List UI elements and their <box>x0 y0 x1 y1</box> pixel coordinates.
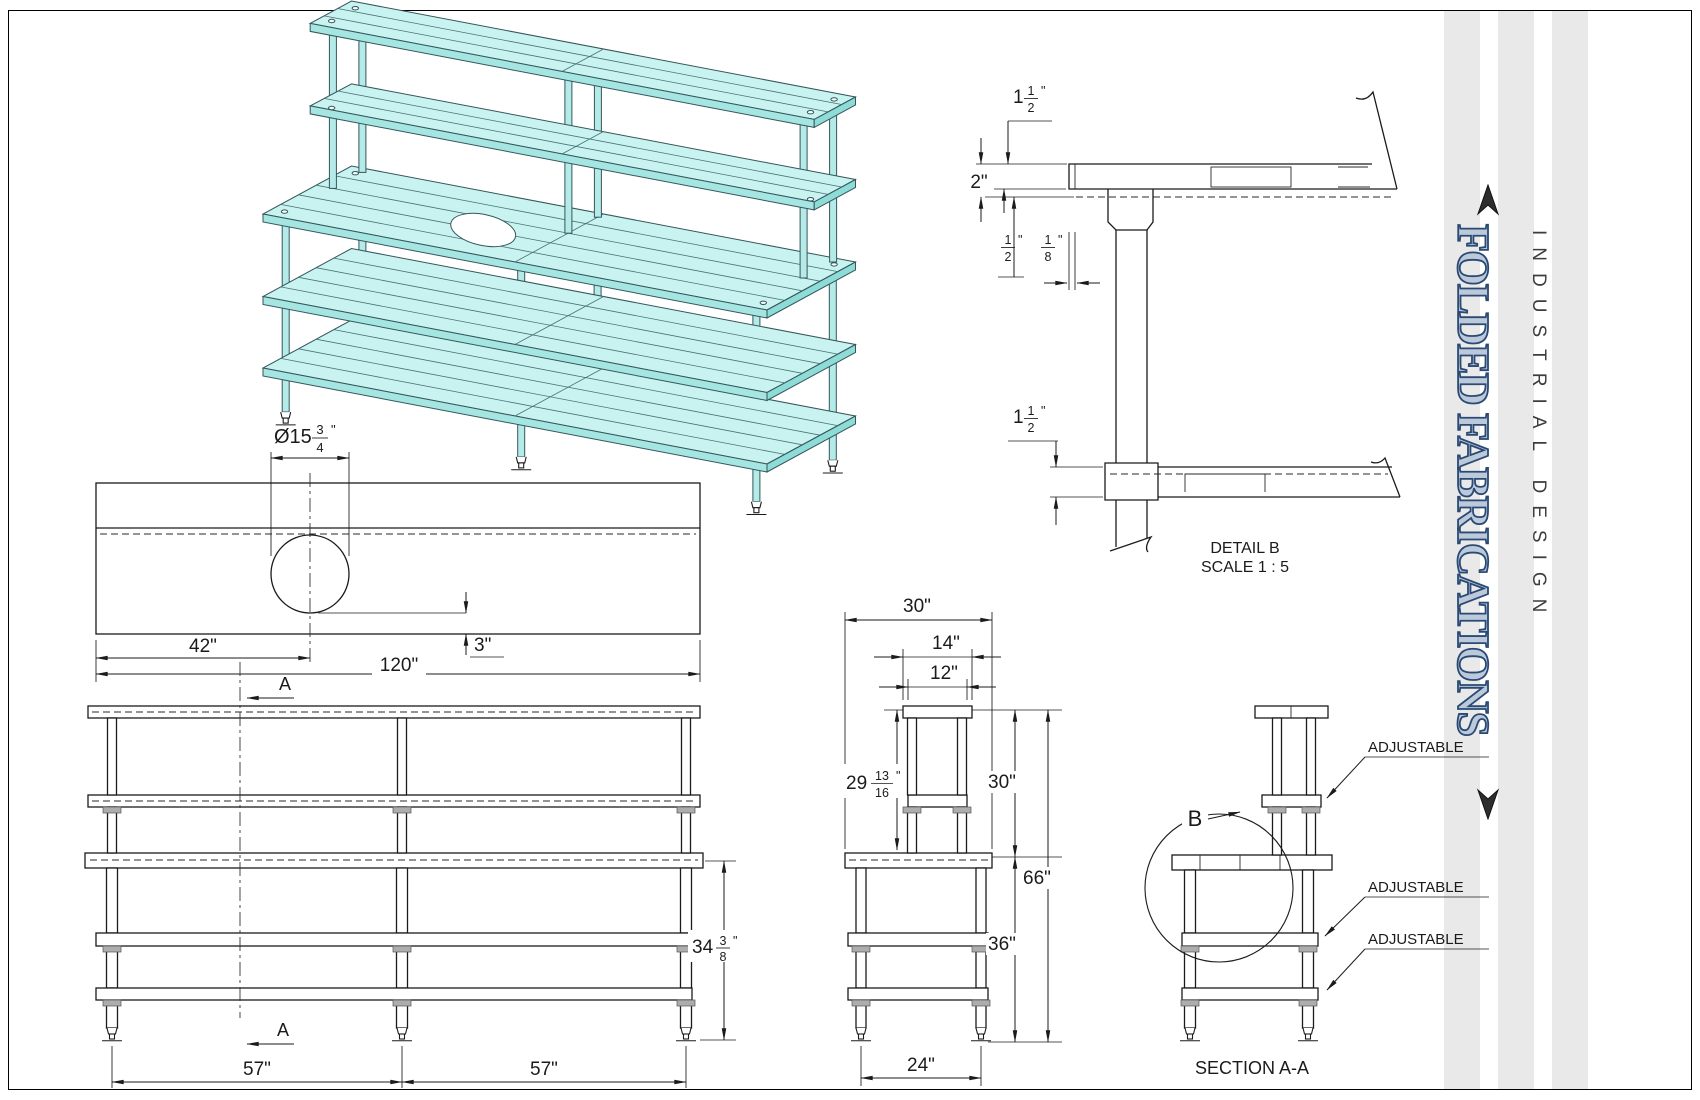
section-label-A: A <box>277 1020 289 1040</box>
dim-frac-den: 4 <box>316 440 323 455</box>
dim-text-30: 30" <box>988 772 1016 793</box>
dim-text: 2" <box>970 172 987 193</box>
margin-stripe <box>1498 11 1534 1089</box>
dim-1-1-2-bottom: 1 1 2 " <box>1008 404 1103 525</box>
dim-text: Ø15 <box>274 426 312 448</box>
dim-3: 3" <box>463 592 504 658</box>
front-view: A A 34 3 8 " 57" <box>84 662 744 1088</box>
dim-frac-den: 8 <box>1045 250 1052 264</box>
side-view: 30" 14" 12" <box>842 596 1062 1086</box>
margin-stripe <box>1444 11 1480 1089</box>
dim-2: 2" <box>966 138 994 222</box>
dim-frac-num: 1 <box>1028 84 1035 98</box>
logo-up-arrow-icon <box>1476 184 1500 216</box>
dim-text: 57" <box>530 1059 558 1080</box>
dim-text: 24" <box>907 1055 935 1076</box>
dim-frac-num: 3 <box>316 422 323 437</box>
dim-34-3-8: 34 3 8 " <box>688 860 744 1041</box>
dim-text: 30" <box>903 596 931 617</box>
dim-frac-num: 1 <box>1045 233 1052 247</box>
dim-text-66: 66" <box>1023 868 1051 889</box>
dim-text-36: 36" <box>988 934 1016 955</box>
dim-frac-num: 1 <box>1028 404 1035 418</box>
sink-hole <box>450 212 517 248</box>
dim-unit: " <box>331 422 336 437</box>
dim-unit: " <box>1041 404 1045 418</box>
dim-frac-den: 16 <box>875 786 889 800</box>
detail-label-B: B <box>1188 806 1203 831</box>
plan-view: Ø15 3 4 " 42" 120" <box>95 422 701 682</box>
callout-adjustable-3: ADJUSTABLE <box>1326 931 1489 991</box>
dim-14: 14" <box>874 633 1001 700</box>
isometric-view <box>261 0 857 516</box>
logo-subtitle: INDUSTRIAL DESIGN <box>1528 230 1549 625</box>
dim-1-8: 1 8 " <box>1041 232 1100 290</box>
dim-unit: " <box>1018 233 1022 247</box>
dim-text: 34 <box>692 937 714 958</box>
drawing-frame <box>8 10 1692 1090</box>
section-cut-line-A: A A <box>239 662 294 1047</box>
dim-text: 3" <box>474 635 491 656</box>
dim-57-left: 57" <box>111 1046 403 1088</box>
logo-down-arrow-icon <box>1476 788 1500 820</box>
callout-text: ADJUSTABLE <box>1368 931 1464 948</box>
dim-1-1-2-top: 1 1 2 " <box>1001 84 1052 213</box>
dim-12: 12" <box>879 663 996 700</box>
dim-right-stack: 30" 36" 66" <box>972 709 1062 1043</box>
dim-frac-num: 1 <box>1005 233 1012 247</box>
dim-unit: " <box>733 934 737 948</box>
dim-42: 42" <box>95 636 311 682</box>
dim-text: 1 <box>1013 87 1024 108</box>
dim-frac-num: 3 <box>720 934 727 948</box>
dim-frac-den: 2 <box>1028 101 1035 115</box>
callout-text: ADJUSTABLE <box>1368 879 1464 896</box>
detail-b-view: 1 1 2 " 2" 1 2 " <box>966 84 1401 576</box>
dim-text: 1 <box>1013 407 1024 428</box>
dim-text: 12" <box>930 663 958 684</box>
dim-hole-diameter: Ø15 3 4 " <box>270 422 350 556</box>
dim-text: 14" <box>932 633 960 654</box>
detail-title: DETAIL B <box>1210 540 1279 557</box>
callout-adjustable-2: ADJUSTABLE <box>1324 879 1489 937</box>
dim-frac-num: 13 <box>875 769 889 783</box>
callout-text: ADJUSTABLE <box>1368 739 1464 756</box>
dim-unit: " <box>1041 84 1045 98</box>
section-view: B ADJUSTABLE ADJUSTABLE ADJUSTABLE SECTI… <box>1144 705 1489 1078</box>
section-title: SECTION A-A <box>1195 1058 1309 1078</box>
dim-frac-den: 2 <box>1005 250 1012 264</box>
callout-adjustable-1: ADJUSTABLE <box>1326 739 1489 799</box>
dim-text: 29 <box>846 773 867 794</box>
logo-title: FOLDED FABRICATIONS <box>1447 223 1500 736</box>
dim-unit: " <box>896 769 900 783</box>
dim-text: 120" <box>380 655 418 676</box>
dim-text: 57" <box>243 1059 271 1080</box>
dim-frac-den: 8 <box>720 950 727 964</box>
margin-stripe <box>1552 11 1588 1089</box>
detail-callout-B: B <box>1144 804 1294 963</box>
dim-120: 120" <box>95 640 701 682</box>
dim-29-13-16: 29 13 16 " <box>842 709 904 851</box>
dim-1-2: 1 2 " <box>998 196 1024 278</box>
detail-scale: SCALE 1 : 5 <box>1201 559 1289 576</box>
dim-text: 42" <box>189 636 217 657</box>
dim-30-top: 30" <box>844 596 993 849</box>
section-label-A: A <box>279 674 291 694</box>
dim-24: 24" <box>860 1046 982 1086</box>
dim-unit: " <box>1058 233 1062 247</box>
dim-frac-den: 2 <box>1028 421 1035 435</box>
dim-57-right: 57" <box>401 1046 687 1088</box>
